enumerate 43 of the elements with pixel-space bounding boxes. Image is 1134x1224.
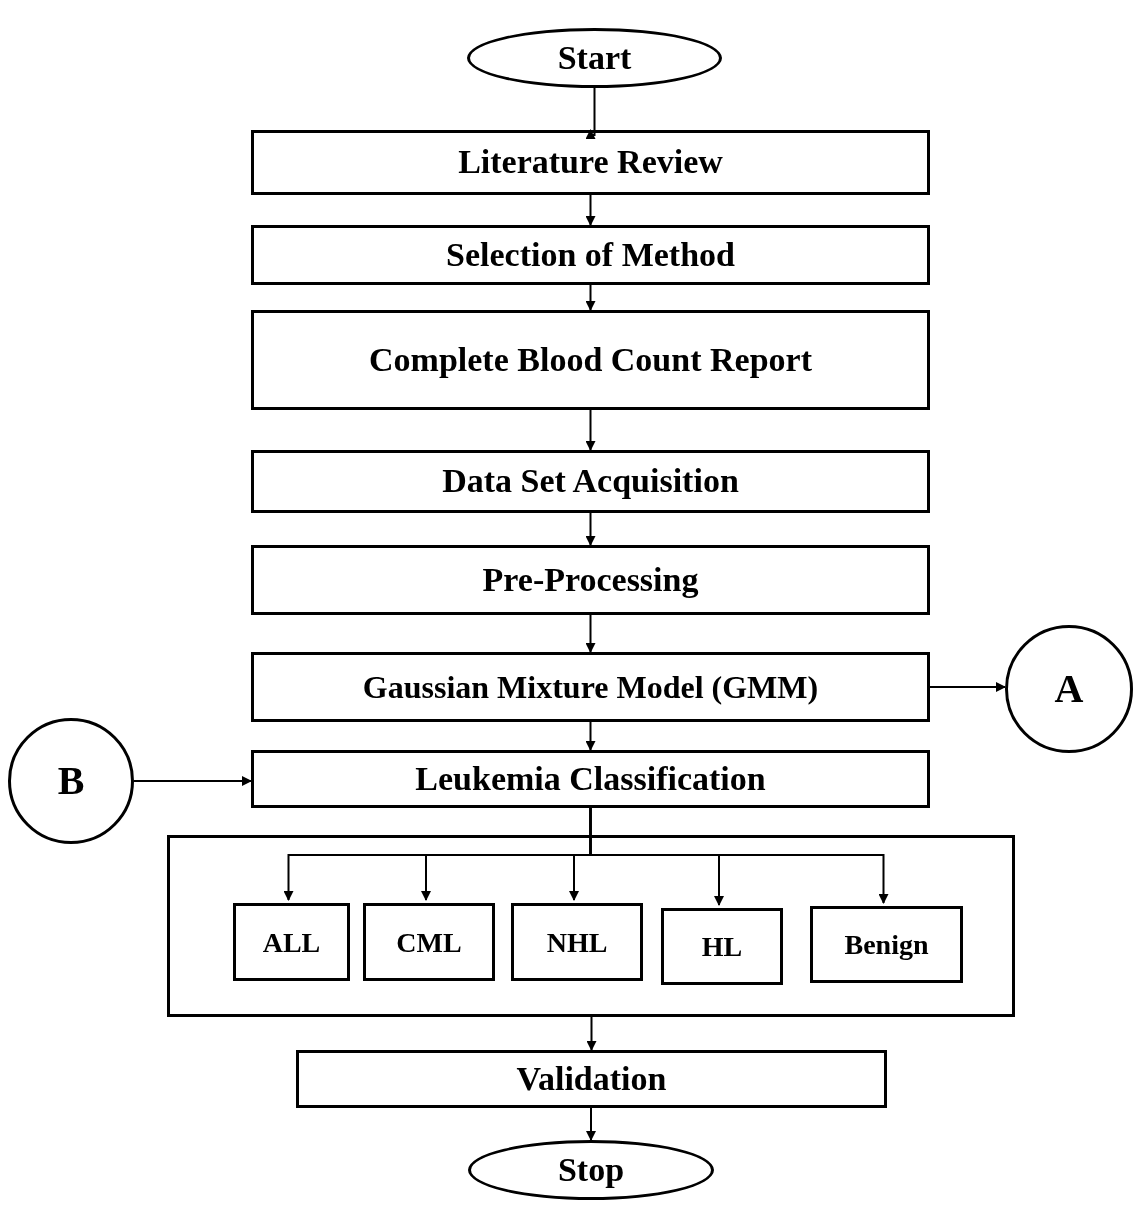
group-box <box>167 835 1015 1017</box>
node-text: A <box>1054 665 1084 713</box>
process-box <box>251 450 930 513</box>
process-box <box>251 130 930 195</box>
arrow <box>585 512 596 546</box>
process-box <box>251 225 930 285</box>
arrow <box>585 721 596 751</box>
process-box <box>296 1050 887 1108</box>
process-box <box>251 652 930 722</box>
process-box <box>251 750 930 808</box>
arrow <box>586 1107 596 1141</box>
arrow <box>586 1016 597 1051</box>
process-box <box>511 903 643 981</box>
node-text: Pre-Processing <box>482 559 699 600</box>
node-text: Data Set Acquisition <box>442 461 739 502</box>
node-text: B <box>57 757 85 805</box>
arrow <box>585 284 596 311</box>
arrow <box>585 614 596 653</box>
node-text: ALL <box>262 925 321 960</box>
arrow <box>585 194 596 226</box>
process-box <box>661 908 783 985</box>
node-text: Stop <box>557 1149 625 1190</box>
node-text: Validation <box>516 1058 667 1099</box>
arrow <box>133 776 252 786</box>
process-box <box>251 545 930 615</box>
arrow <box>929 682 1006 692</box>
arrow <box>585 87 596 139</box>
process-box <box>810 906 963 983</box>
node-text: Complete Blood Count Report <box>369 339 812 380</box>
node-text: NHL <box>546 925 608 960</box>
node-text: Literature Review <box>458 142 723 183</box>
node-text: HL <box>701 930 743 964</box>
node-text: Start <box>557 37 632 78</box>
process-box <box>251 310 930 410</box>
node-text: Benign <box>844 928 929 962</box>
node-text: Gaussian Mixture Model (GMM) <box>362 668 819 707</box>
process-box <box>233 903 350 981</box>
node-text: Selection of Method <box>446 234 735 275</box>
node-text: CML <box>396 925 462 960</box>
process-box <box>363 903 495 981</box>
arrow <box>585 409 596 451</box>
arrow <box>589 807 889 904</box>
node-text: Leukemia Classification <box>415 758 766 799</box>
